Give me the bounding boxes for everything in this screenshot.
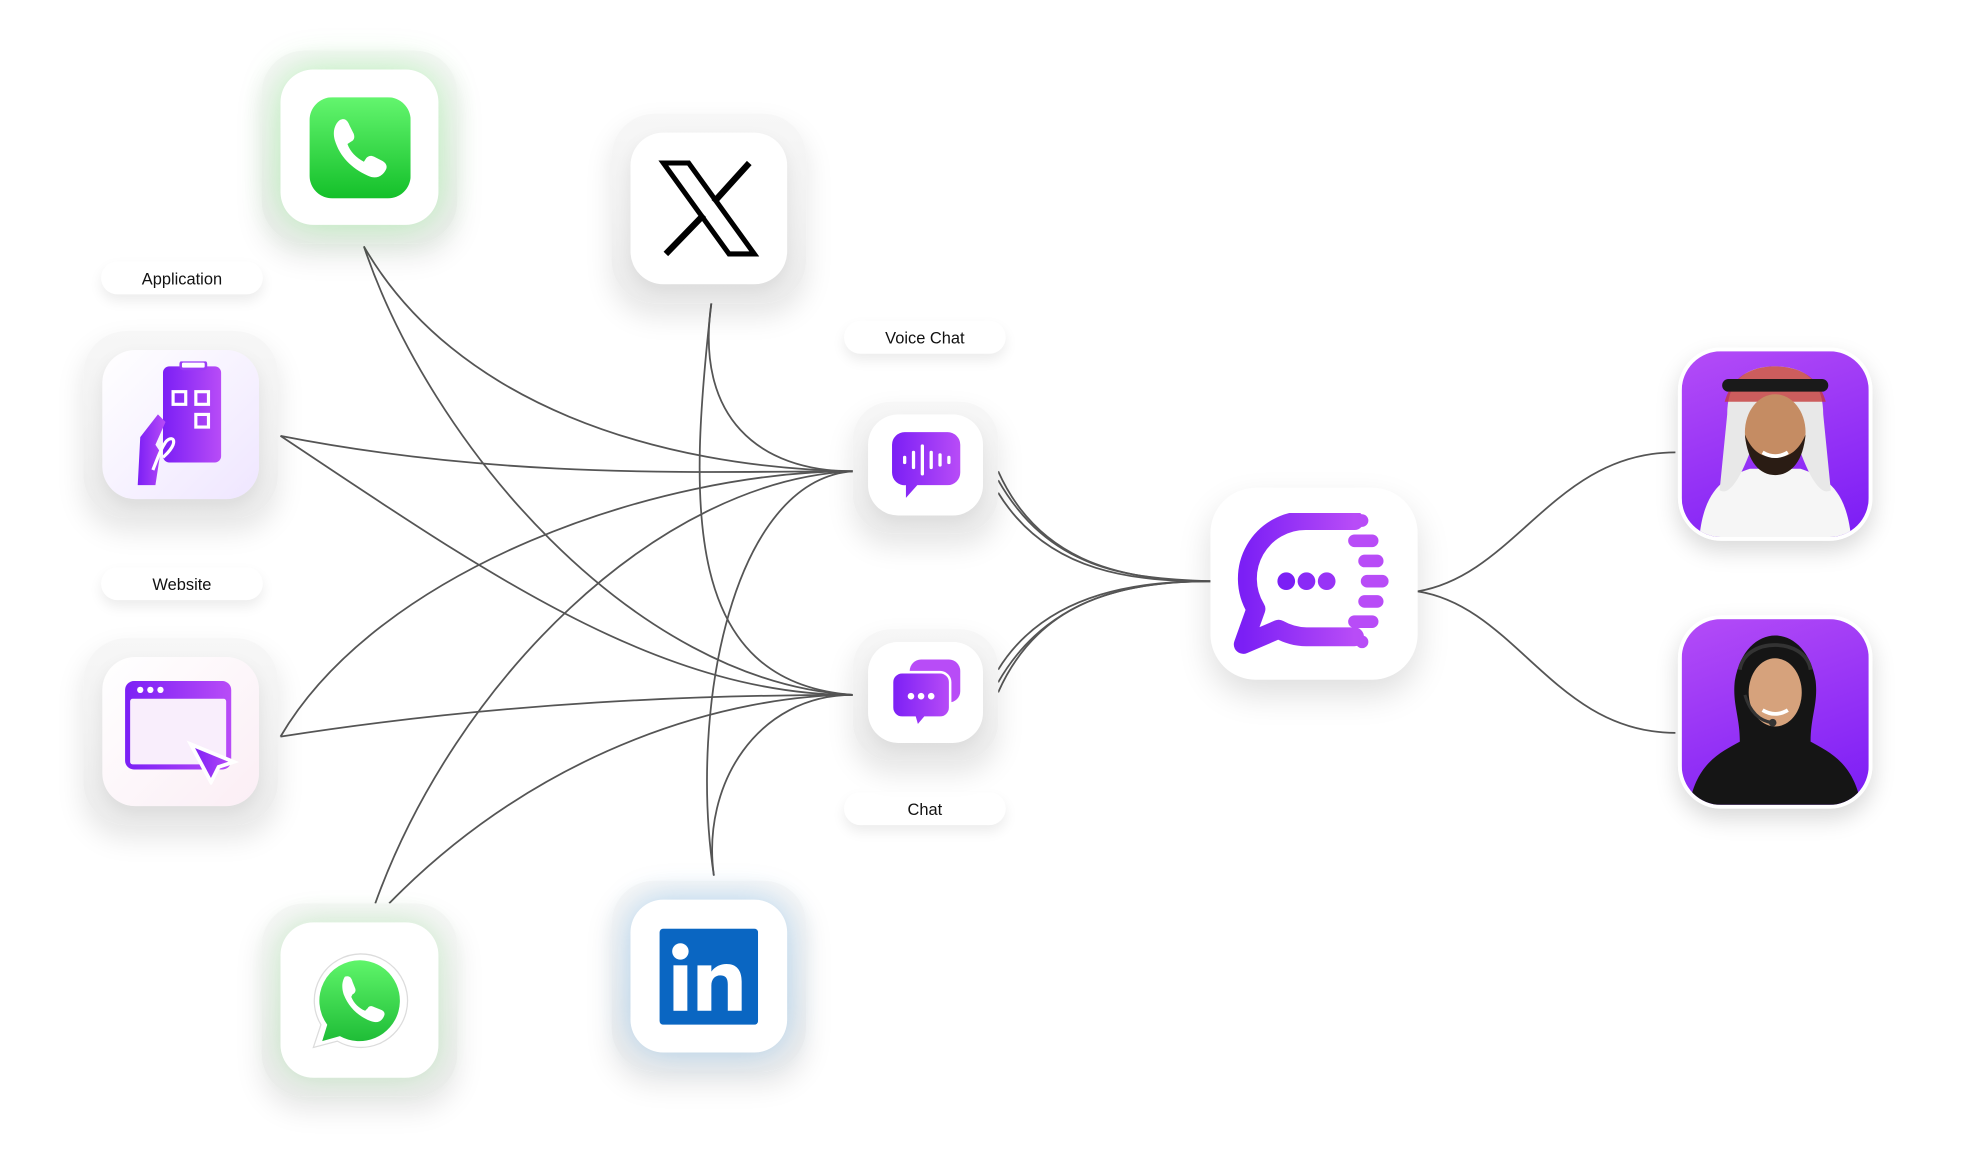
voice-chat-label-text: Voice Chat	[885, 327, 965, 347]
connection-line	[279, 470, 853, 738]
male-agent-avatar[interactable]	[1677, 347, 1873, 541]
linkedin-channel-card[interactable]	[611, 880, 807, 1072]
website-icon	[125, 681, 239, 785]
phone-icon	[308, 96, 411, 198]
brand-chat-logo	[1233, 512, 1389, 654]
website-label: Website	[101, 567, 263, 601]
x-channel-card[interactable]	[611, 113, 807, 304]
application-icon	[137, 361, 222, 486]
connection-line	[997, 580, 1211, 671]
whatsapp-channel-card[interactable]	[261, 903, 458, 1097]
application-channel-card[interactable]	[83, 331, 278, 519]
website-channel-card[interactable]	[83, 638, 278, 826]
chat-node[interactable]	[852, 629, 999, 761]
application-label-text: Application	[141, 268, 223, 288]
chat-label-text: Chat	[907, 799, 943, 819]
chat-label: Chat	[844, 792, 1006, 826]
whatsapp-icon	[311, 952, 408, 1048]
connection-line	[280, 694, 853, 738]
male-agent-photo	[1699, 366, 1852, 537]
connection-line	[363, 245, 853, 473]
connection-line	[1417, 590, 1676, 734]
connection-line	[374, 470, 853, 904]
connection-line	[388, 694, 853, 905]
voice-chat-node[interactable]	[852, 401, 999, 534]
connection-line	[363, 246, 853, 696]
x-icon	[658, 160, 760, 257]
brand-hub-node[interactable]	[1210, 487, 1418, 680]
chat-icon	[890, 659, 960, 728]
website-label-text: Website	[152, 574, 212, 594]
connection-line	[997, 492, 1211, 583]
connection-line	[698, 303, 853, 696]
voice-chat-icon	[891, 432, 960, 498]
connection-line	[280, 435, 853, 696]
linkedin-icon	[659, 928, 759, 1025]
connection-line	[706, 470, 853, 876]
connection-line	[707, 303, 853, 473]
female-agent-photo	[1689, 635, 1862, 805]
connection-line	[1417, 451, 1676, 593]
voice-chat-label: Voice Chat	[844, 320, 1006, 354]
connection-line	[997, 470, 1211, 583]
connection-line	[280, 435, 853, 473]
female-agent-avatar[interactable]	[1677, 615, 1873, 809]
phone-channel-card[interactable]	[261, 50, 458, 244]
application-label: Application	[101, 261, 263, 295]
connection-line	[997, 580, 1211, 693]
connection-line	[711, 694, 853, 876]
